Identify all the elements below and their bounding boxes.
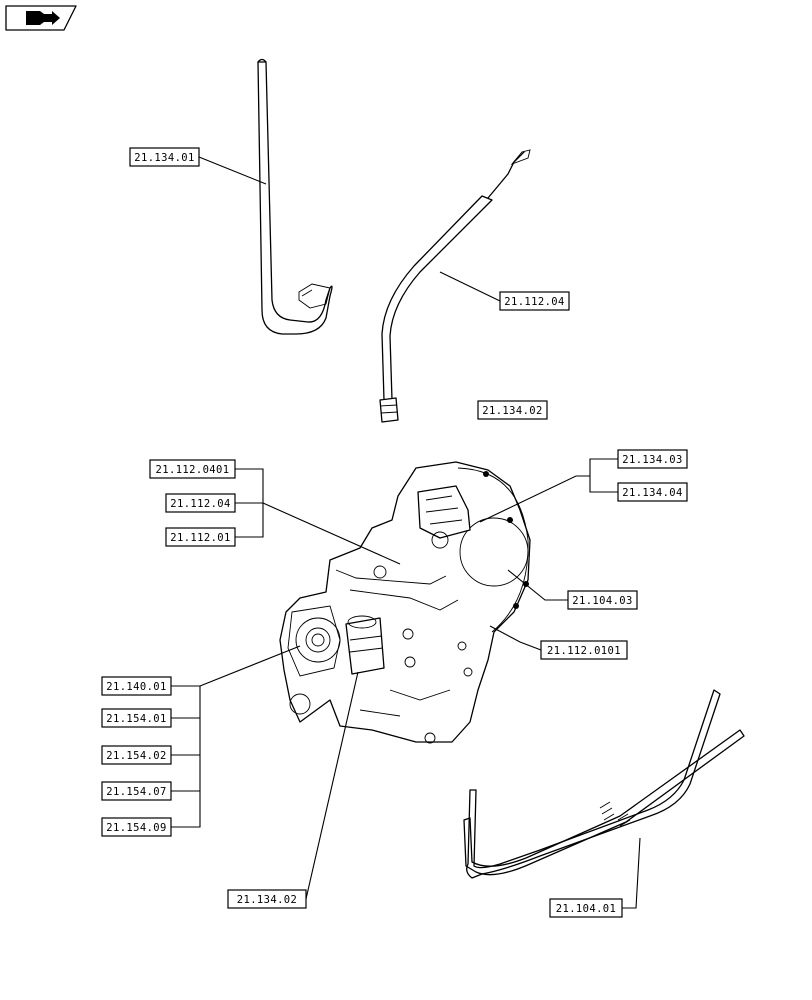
callout-text: 21.112.0101 xyxy=(547,645,621,657)
callout-21-134-03[interactable]: 21.134.03 xyxy=(617,449,688,469)
callout-box xyxy=(617,482,688,502)
callout-21-112-04[interactable]: 21.112.04 xyxy=(165,493,236,513)
callout-text: 21.140.01 xyxy=(106,681,167,693)
callout-text: 21.112.01 xyxy=(170,532,231,544)
callout-box xyxy=(101,745,172,765)
callout-box xyxy=(149,459,236,479)
callout-box xyxy=(617,449,688,469)
callout-text: 21.134.03 xyxy=(622,454,683,466)
callout-text: 21.154.07 xyxy=(106,786,167,798)
callout-box xyxy=(567,590,638,610)
callout-text: 21.104.01 xyxy=(556,903,617,915)
breather-tube-part xyxy=(257,58,333,335)
oil-pipes-part xyxy=(463,689,745,879)
callout-21-154-09[interactable]: 21.154.09 xyxy=(101,817,172,837)
callout-box xyxy=(101,781,172,801)
callout-text: 21.134.02 xyxy=(237,894,298,906)
callout-text: 21.112.04 xyxy=(504,296,565,308)
callout-21-134-02[interactable]: 21.134.02 xyxy=(227,889,307,909)
callout-21-154-07[interactable]: 21.154.07 xyxy=(101,781,172,801)
callout-box xyxy=(165,493,236,513)
callout-21-134-02[interactable]: 21.134.02 xyxy=(477,400,548,420)
callout-text: 21.154.01 xyxy=(106,713,167,725)
callout-text: 21.134.01 xyxy=(134,152,195,164)
leader-lines xyxy=(171,156,641,909)
callout-box xyxy=(227,889,307,909)
book-arrow-icon[interactable] xyxy=(5,5,77,31)
transmission-housing-part xyxy=(279,461,531,744)
callout-box xyxy=(101,708,172,728)
callout-box xyxy=(477,400,548,420)
callout-text: 21.112.0401 xyxy=(156,464,230,476)
callout-21-112-0101[interactable]: 21.112.0101 xyxy=(540,640,628,660)
callout-text: 21.154.02 xyxy=(106,750,167,762)
callout-box xyxy=(129,147,200,167)
callout-box xyxy=(540,640,628,660)
callout-21-112-04[interactable]: 21.112.04 xyxy=(499,291,570,311)
callout-labels: 21.134.01 21.112.04 21.134.02 21.112.0401 21… xyxy=(101,147,688,918)
callout-21-104-03[interactable]: 21.104.03 xyxy=(567,590,638,610)
callout-box xyxy=(499,291,570,311)
callout-text: 21.134.02 xyxy=(482,405,543,417)
callout-box xyxy=(165,527,236,547)
callout-21-112-01[interactable]: 21.112.01 xyxy=(165,527,236,547)
callout-21-154-01[interactable]: 21.154.01 xyxy=(101,708,172,728)
callout-text: 21.134.04 xyxy=(622,487,683,499)
callout-box xyxy=(101,817,172,837)
callout-21-112-0401[interactable]: 21.112.0401 xyxy=(149,459,236,479)
callout-21-140-01[interactable]: 21.140.01 xyxy=(101,676,172,696)
callout-21-134-01[interactable]: 21.134.01 xyxy=(129,147,200,167)
dipstick-tube-part xyxy=(379,149,531,423)
callout-21-134-04[interactable]: 21.134.04 xyxy=(617,482,688,502)
callout-box xyxy=(101,676,172,696)
callout-21-104-01[interactable]: 21.104.01 xyxy=(549,898,623,918)
callout-text: 21.154.09 xyxy=(106,822,167,834)
callout-text: 21.112.04 xyxy=(170,498,231,510)
callout-text: 21.104.03 xyxy=(572,595,633,607)
callout-box xyxy=(549,898,623,918)
callout-21-154-02[interactable]: 21.154.02 xyxy=(101,745,172,765)
